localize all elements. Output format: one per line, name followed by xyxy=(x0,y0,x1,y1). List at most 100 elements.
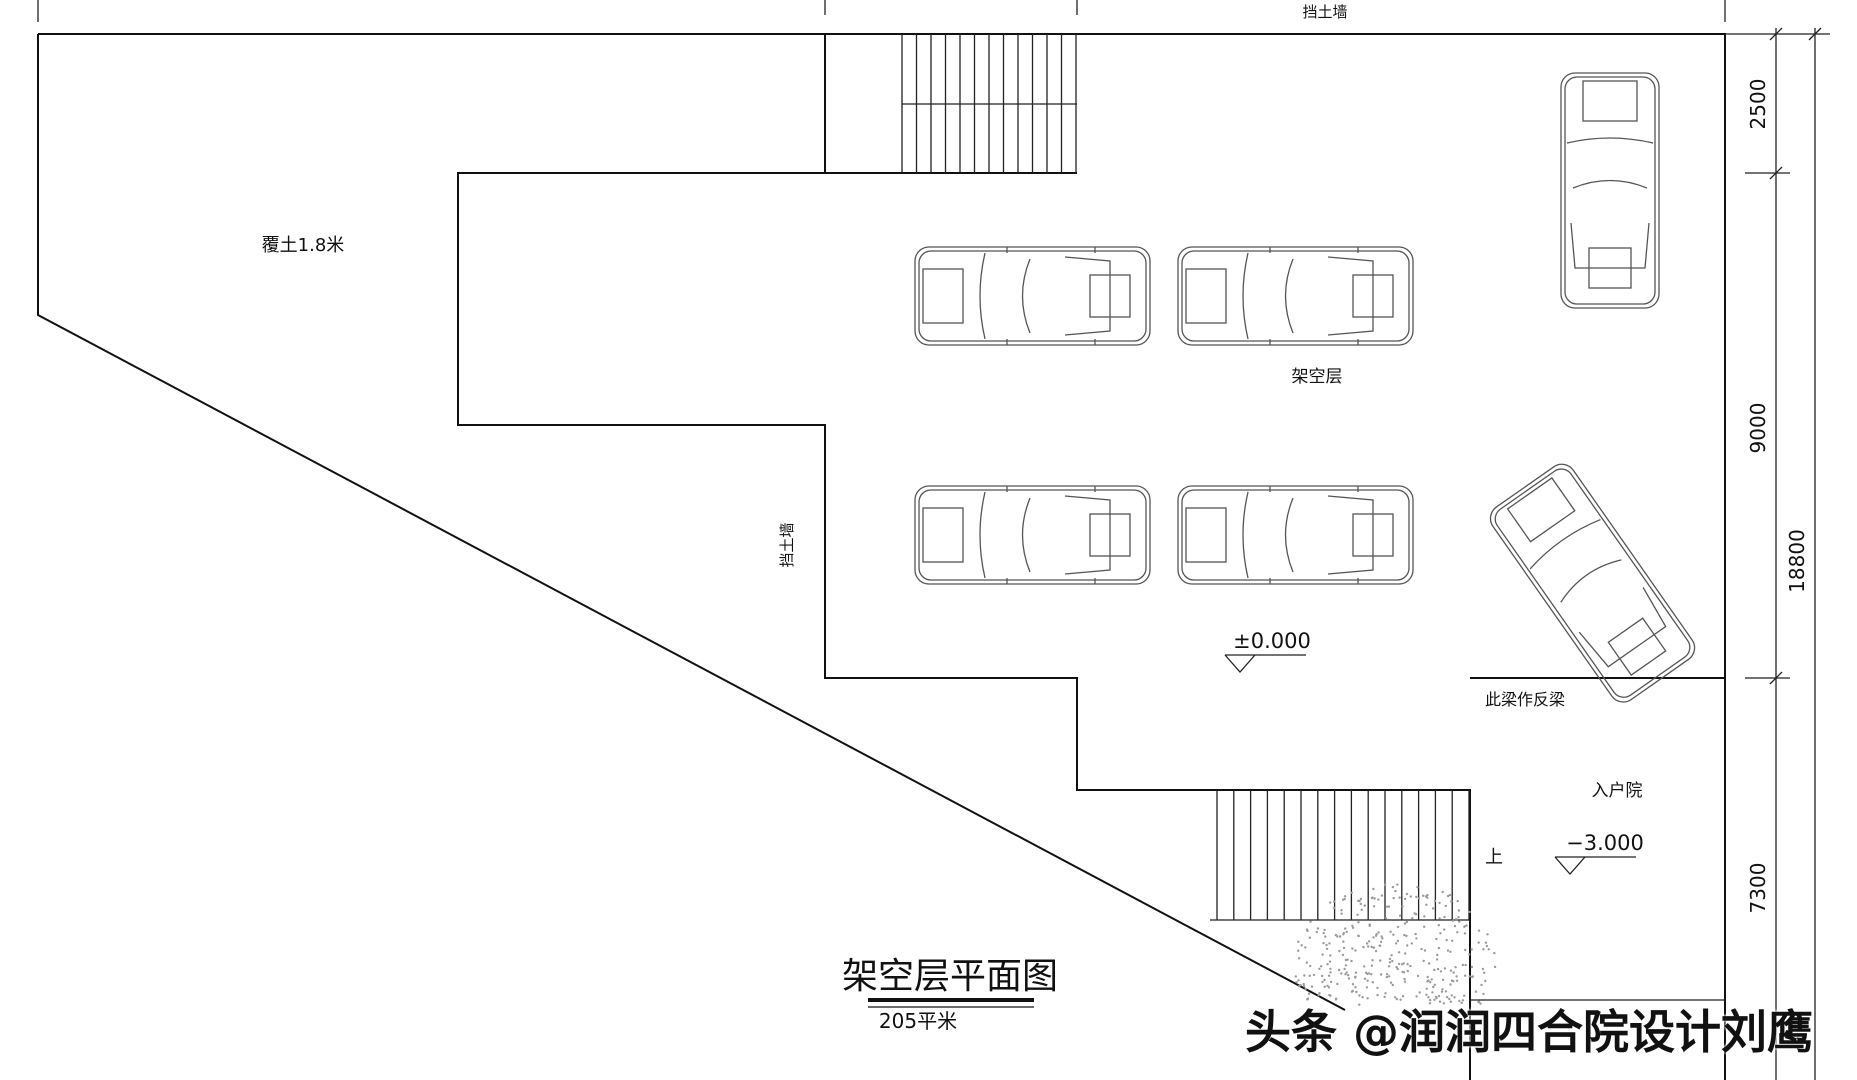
tree-dot xyxy=(1470,948,1473,951)
tree-dot xyxy=(1409,964,1412,968)
dim-7300: 7300 xyxy=(1746,863,1770,914)
tree-dot xyxy=(1449,1000,1453,1003)
tree-dot xyxy=(1377,898,1380,901)
tree-dot xyxy=(1318,967,1321,970)
tree-dot xyxy=(1328,960,1332,963)
tree-dot xyxy=(1426,975,1429,979)
tree-dot xyxy=(1455,918,1458,921)
label-retaining-wall-top: 挡土墙 xyxy=(1302,3,1347,21)
tree-dot xyxy=(1326,963,1329,966)
tree-dot xyxy=(1387,965,1391,968)
tree-dot xyxy=(1401,995,1405,998)
tree-dot xyxy=(1482,992,1485,996)
tree-dot xyxy=(1342,946,1346,950)
tree-dot xyxy=(1437,994,1441,998)
tree-dot xyxy=(1370,945,1373,949)
tree-dot xyxy=(1297,940,1300,943)
tree-dot xyxy=(1433,968,1436,972)
tree-dot xyxy=(1351,989,1355,993)
tree-dot xyxy=(1390,954,1393,957)
tree-dot xyxy=(1416,886,1419,889)
tree-dot xyxy=(1397,951,1401,954)
tree-dot xyxy=(1433,998,1436,1001)
tree-dot xyxy=(1327,986,1331,989)
tree-dot xyxy=(1318,992,1321,995)
tree-dot xyxy=(1423,949,1427,952)
tree-dot xyxy=(1303,974,1306,977)
tree-dot xyxy=(1310,985,1314,988)
tree-dot xyxy=(1460,1001,1463,1004)
stairs-top xyxy=(901,34,1077,173)
tree-dot xyxy=(1309,920,1312,923)
car-parked-3 xyxy=(914,485,1151,585)
tree-dot xyxy=(1354,976,1357,979)
tree-dot xyxy=(1409,895,1413,898)
tree-dot xyxy=(1434,995,1438,999)
tree-dot xyxy=(1380,894,1384,897)
tree-dot xyxy=(1345,971,1348,974)
tree-dot xyxy=(1392,896,1395,900)
tree-dot xyxy=(1425,987,1428,990)
tree-dot xyxy=(1328,942,1331,945)
tree-dot xyxy=(1367,940,1371,943)
tree-dot xyxy=(1379,973,1383,976)
tree-dot xyxy=(1372,905,1376,908)
tree-dot xyxy=(1367,972,1371,975)
tree-dot xyxy=(1443,915,1446,919)
tree-dot xyxy=(1334,997,1338,1000)
tree-dot xyxy=(1337,968,1341,972)
tree-dot xyxy=(1340,912,1343,915)
tree-dot xyxy=(1431,991,1434,994)
tree-dot xyxy=(1463,932,1467,935)
tree-dot xyxy=(1454,966,1457,969)
tree-dot xyxy=(1456,899,1459,903)
tree-dot xyxy=(1305,961,1309,964)
tree-dot xyxy=(1354,971,1358,974)
tree-dot xyxy=(1438,1000,1442,1003)
tree-dot xyxy=(1396,967,1399,971)
tree-dot xyxy=(1397,962,1401,966)
tree-dot xyxy=(1398,914,1402,917)
tree-dot xyxy=(1388,957,1392,961)
tree-dot xyxy=(1441,890,1444,894)
tree-dot xyxy=(1327,974,1331,977)
tree-dot xyxy=(1402,962,1405,965)
tree-dot xyxy=(1468,975,1471,978)
tree-dot xyxy=(1358,1003,1361,1006)
dim-9000: 9000 xyxy=(1746,403,1770,454)
tree-dot xyxy=(1481,967,1485,971)
tree-dot xyxy=(1346,958,1349,961)
tree-dot xyxy=(1375,933,1378,936)
tree-dot xyxy=(1336,982,1339,986)
tree-dot xyxy=(1391,983,1395,987)
tree-dot xyxy=(1403,980,1407,983)
car-parked-1 xyxy=(914,246,1151,346)
tree-dot xyxy=(1294,975,1298,978)
tree-dot xyxy=(1317,994,1320,997)
tree-dot xyxy=(1343,895,1347,898)
tree-dot xyxy=(1322,931,1325,935)
tree-dot xyxy=(1456,931,1459,934)
tree-dot xyxy=(1428,962,1431,965)
tree-dot xyxy=(1365,942,1369,945)
tree-dot xyxy=(1451,919,1455,922)
tree-dot xyxy=(1345,930,1348,934)
tree-dot xyxy=(1363,977,1367,980)
tree-dot xyxy=(1383,883,1387,886)
tree-dot xyxy=(1415,895,1418,899)
tree-dot xyxy=(1312,973,1316,977)
tree-dot xyxy=(1366,979,1369,982)
tree-dot xyxy=(1403,897,1407,901)
tree-dot xyxy=(1299,984,1302,987)
tree-dot xyxy=(1329,901,1332,904)
tree-dot xyxy=(1405,920,1409,924)
tree-dot xyxy=(1424,895,1428,898)
tree-dot xyxy=(1329,967,1332,970)
tree-dot xyxy=(1377,931,1380,934)
tree-dot xyxy=(1411,917,1414,920)
tree-dot xyxy=(1442,1002,1446,1005)
tree-dot xyxy=(1374,949,1378,953)
label-retaining-wall-side: 挡土墙 xyxy=(778,522,796,567)
tree-dot xyxy=(1457,909,1461,912)
tree-dot xyxy=(1422,959,1425,963)
